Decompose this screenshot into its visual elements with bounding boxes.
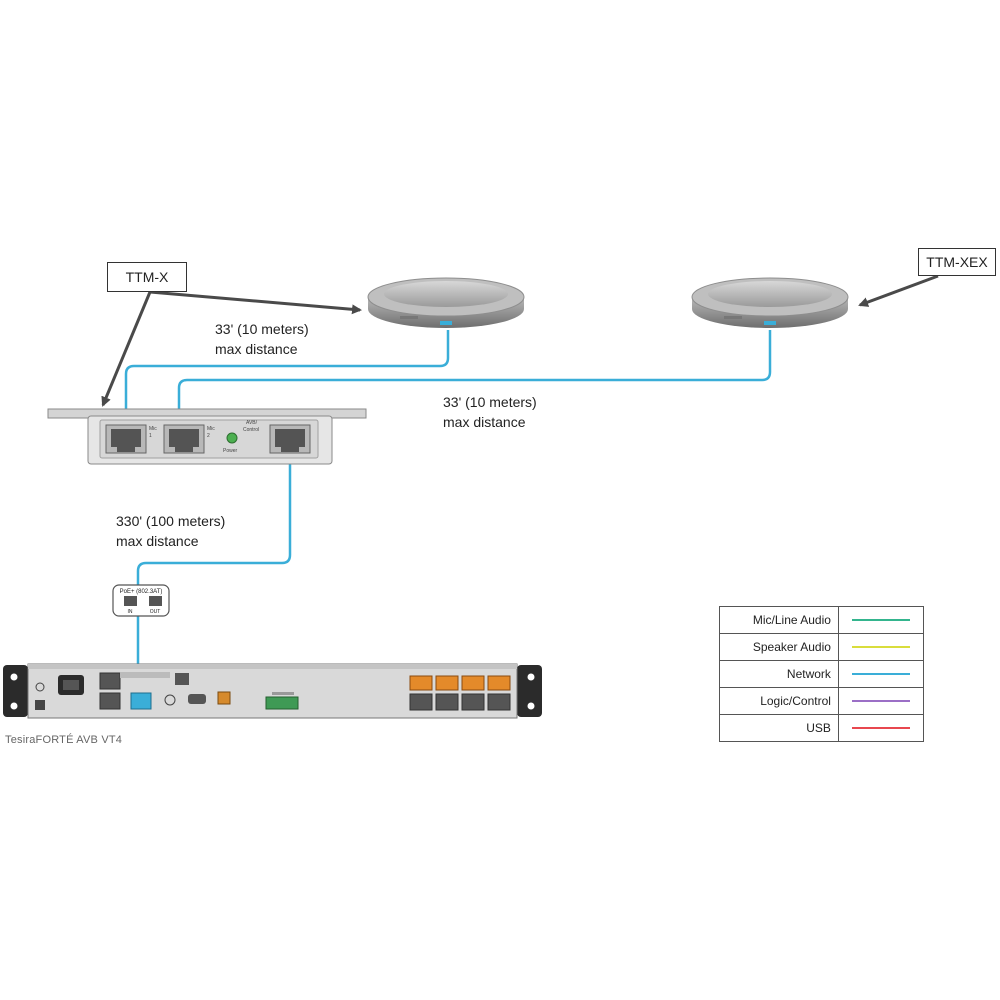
svg-text:1: 1 (149, 433, 152, 439)
legend-row: Mic/Line Audio (719, 606, 925, 634)
cable-mic1 (124, 330, 450, 428)
svg-text:Control: Control (243, 427, 259, 433)
legend-swatch (837, 687, 925, 715)
callout-arrows (101, 274, 939, 407)
cable-network (136, 440, 292, 700)
ttm-x-microphone (367, 277, 525, 328)
power-led-icon (226, 432, 238, 444)
legend-row: USB (719, 714, 925, 742)
legend-row: Network (719, 660, 925, 688)
ttm-x-arrow-to-box (101, 291, 152, 407)
poe-injector: PoE+ (802.3AT) IN OUT (112, 584, 170, 617)
poe-in-label: IN (128, 609, 133, 615)
legend-label: Logic/Control (719, 687, 839, 715)
legend-line-icon (851, 727, 910, 729)
port3-label: AVB/ (246, 420, 258, 426)
rack-ethernet-port-2 (99, 692, 121, 710)
poe-out-label: OUT (150, 609, 161, 615)
legend-line-icon (851, 673, 910, 675)
network-distance-label: 330' (100 meters)max distance (116, 513, 226, 549)
legend-swatch (837, 633, 925, 661)
rack-logic-io (265, 696, 299, 710)
ttm-x-arrow-to-mic (149, 290, 362, 315)
legend-label: Speaker Audio (719, 633, 839, 661)
svg-text:2: 2 (207, 433, 210, 439)
cable-mic2 (177, 330, 772, 428)
avb-control-port (269, 424, 311, 454)
ttm-x-callout: TTM-X (107, 262, 187, 292)
network-cables (124, 330, 772, 700)
ttm-xex-callout: TTM-XEX (918, 248, 996, 276)
rack-usb-port (217, 691, 231, 705)
legend-label: Mic/Line Audio (719, 606, 839, 634)
mic2-port (163, 424, 205, 454)
port1-label: Mic (149, 426, 157, 432)
legend-swatch (837, 714, 925, 742)
legend-row: Speaker Audio (719, 633, 925, 661)
legend-swatch (837, 606, 925, 634)
mic-status-led (440, 321, 452, 325)
mic1-port (105, 424, 147, 454)
legend-label: USB (719, 714, 839, 742)
legend-swatch (837, 660, 925, 688)
led-label: Power (223, 448, 238, 454)
tesira-forte-rack-unit (3, 663, 542, 719)
ttm-x-interface-box: Mic 1 Mic 2 Power AVB/ Control (47, 408, 367, 465)
rack-speaker-outputs (409, 675, 511, 711)
mic-status-led (764, 321, 776, 325)
legend-line-icon (851, 700, 910, 702)
port2-label: Mic (207, 426, 215, 432)
mic1-distance-label: 33' (10 meters)max distance (215, 321, 309, 357)
legend-line-icon (851, 646, 910, 648)
legend-label: Network (719, 660, 839, 688)
ttm-xex-arrow-to-mic (858, 274, 939, 307)
poe-title: PoE+ (802.3AT) (120, 589, 163, 595)
rack-rs232-port (188, 694, 206, 704)
mic2-distance-label: 33' (10 meters)max distance (443, 394, 537, 430)
rack-ethernet-port-1 (99, 672, 121, 690)
rack-avb-port (130, 692, 152, 710)
rack-unit-caption: TesiraFORTÉ AVB VT4 (5, 734, 123, 746)
legend-row: Logic/Control (719, 687, 925, 715)
legend-line-icon (851, 619, 910, 621)
ttm-xex-microphone (691, 277, 849, 328)
